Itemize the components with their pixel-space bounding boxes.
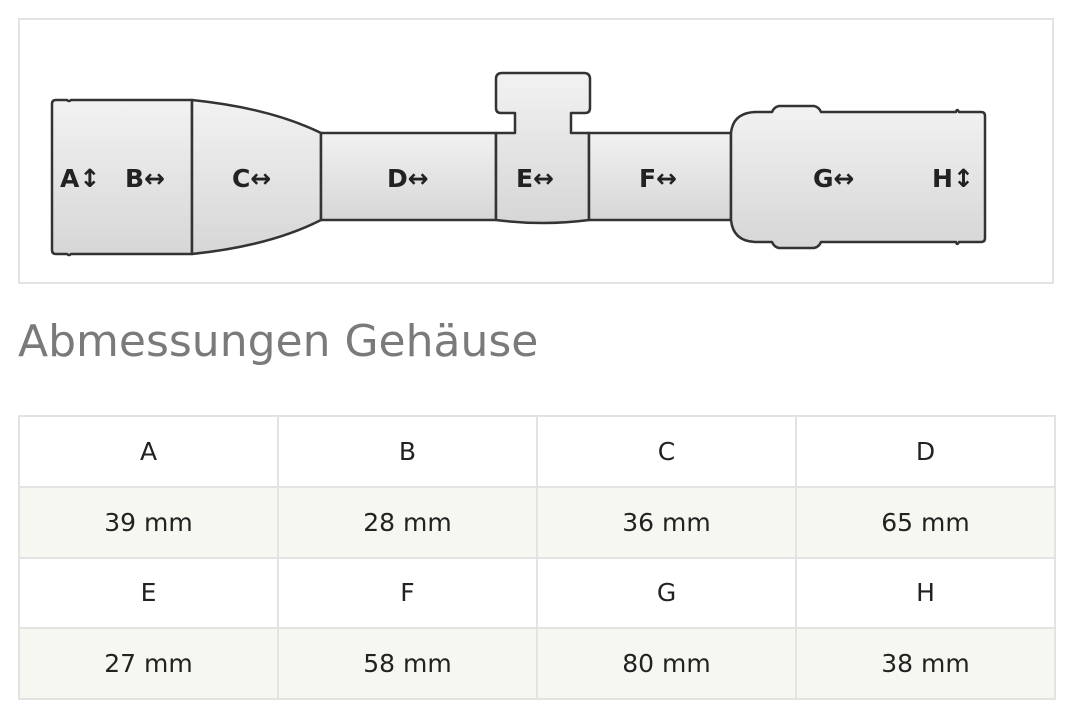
scope-diagram-panel: A↕ B↔ C↔ D↔ E↔ F↔ G↔ H↕ xyxy=(18,18,1054,284)
label-d: D↔ xyxy=(387,164,429,193)
dimensions-table: A B C D 39 mm 28 mm 36 mm 65 mm E F G H … xyxy=(18,415,1056,700)
label-b: B↔ xyxy=(125,164,165,193)
label-f: F↔ xyxy=(639,164,677,193)
table-cell: D xyxy=(795,415,1056,488)
table-cell: 36 mm xyxy=(536,485,797,559)
table-cell: 80 mm xyxy=(536,627,797,700)
main-tube-front xyxy=(319,131,498,222)
objective-bell xyxy=(50,98,194,257)
table-cell: 58 mm xyxy=(277,627,538,700)
label-e: E↔ xyxy=(516,164,554,193)
table-cell: 28 mm xyxy=(277,485,538,559)
label-g: G↔ xyxy=(813,164,854,193)
table-cell: 38 mm xyxy=(795,627,1056,700)
table-row: 27 mm 58 mm 80 mm 38 mm xyxy=(18,627,1056,700)
table-cell: G xyxy=(536,556,797,630)
scope-body xyxy=(50,71,987,257)
table-cell: H xyxy=(795,556,1056,630)
table-cell: C xyxy=(536,415,797,488)
table-cell: A xyxy=(18,415,279,488)
table-cell: B xyxy=(277,415,538,488)
table-cell: F xyxy=(277,556,538,630)
table-cell: 27 mm xyxy=(18,627,279,700)
label-h: H↕ xyxy=(932,164,974,193)
label-c: C↔ xyxy=(232,164,271,193)
turret-section xyxy=(494,71,592,225)
table-cell: E xyxy=(18,556,279,630)
label-a: A↕ xyxy=(60,164,100,193)
table-row: E F G H xyxy=(18,556,1056,630)
page-title: Abmessungen Gehäuse xyxy=(18,316,539,367)
table-row: 39 mm 28 mm 36 mm 65 mm xyxy=(18,485,1056,559)
table-row: A B C D xyxy=(18,415,1056,488)
table-cell: 65 mm xyxy=(795,485,1056,559)
table-cell: 39 mm xyxy=(18,485,279,559)
dimension-labels: A↕ B↔ C↔ D↔ E↔ F↔ G↔ H↕ xyxy=(60,164,974,193)
main-tube-rear xyxy=(587,131,733,222)
scope-diagram: A↕ B↔ C↔ D↔ E↔ F↔ G↔ H↕ xyxy=(50,71,987,257)
eyepiece xyxy=(729,104,987,250)
